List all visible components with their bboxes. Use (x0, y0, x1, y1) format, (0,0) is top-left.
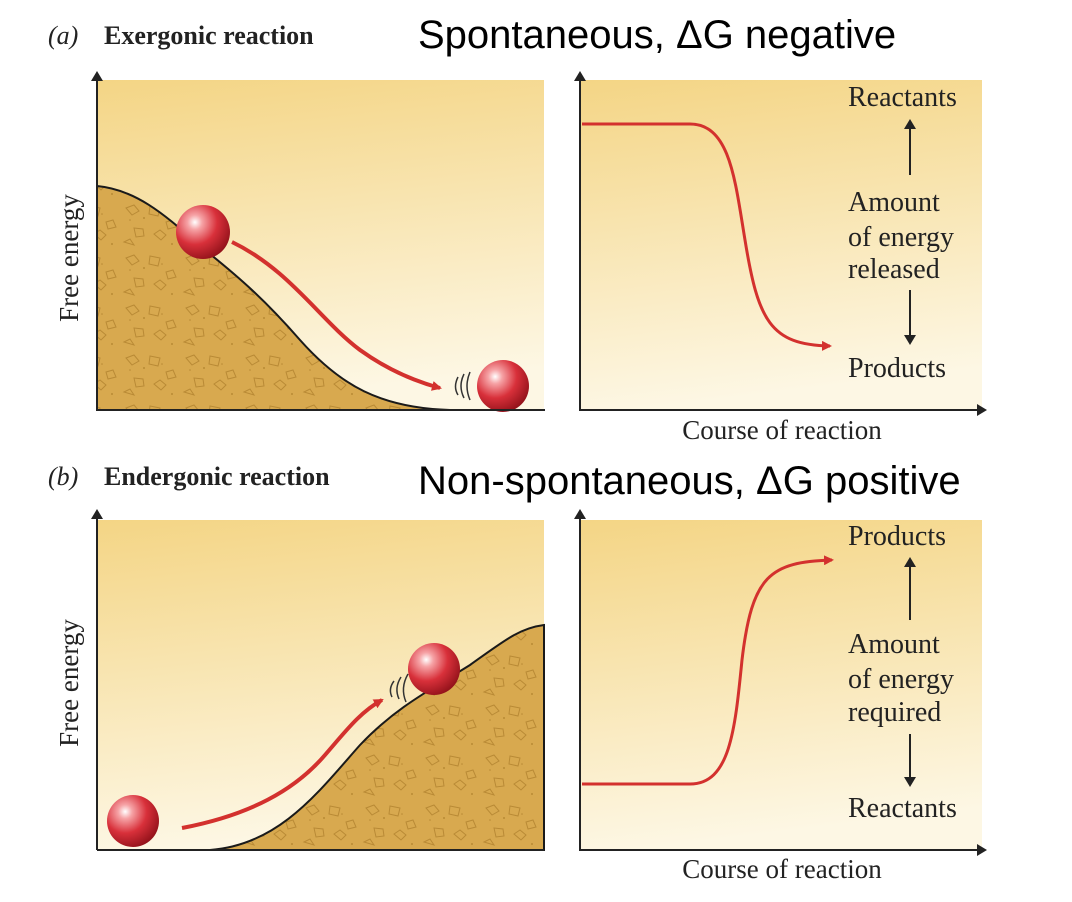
panel-b-middle-label-line2: of energy (848, 664, 954, 695)
panel-a-ball-path-arrow (231, 240, 442, 391)
panel-a-letter: (a) (48, 21, 78, 50)
panel-b: (b) Endergonic reaction Non-spontaneous,… (48, 459, 987, 884)
panel-a-middle-label-line1: Amount (848, 187, 940, 218)
panel-b-x-axis-label: Course of reaction (682, 854, 882, 884)
panel-a-ball-start (176, 205, 230, 259)
panel-a-energy-curve (582, 122, 832, 351)
panel-a-middle-label-line2: of energy (848, 222, 954, 253)
panel-a-motion-lines (454, 371, 471, 401)
panel-a-x-axis-label: Course of reaction (682, 415, 882, 445)
panel-b-ball-path-arrow (181, 698, 384, 830)
panel-b-ball-end (408, 643, 460, 695)
panel-b-headline: Non-spontaneous, ΔG positive (418, 459, 961, 503)
panel-a-right-background (580, 80, 982, 410)
panel-b-title: Endergonic reaction (104, 462, 330, 491)
panel-b-middle-label-line3: required (848, 697, 941, 728)
panel-a-bottom-label: Products (848, 353, 946, 384)
panel-a-y-axis-label: Free energy (54, 194, 84, 322)
panel-a-middle-label-line3: released (848, 254, 940, 285)
panel-b-y-axis-label: Free energy (54, 619, 84, 747)
panel-b-right-background (580, 520, 982, 850)
panel-b-ball-start (107, 795, 159, 847)
panel-a-ball-end (477, 360, 529, 412)
panel-a-headline: Spontaneous, ΔG negative (418, 13, 896, 57)
panel-b-bottom-label: Reactants (848, 793, 957, 824)
panel-b-motion-lines (389, 673, 409, 703)
panel-a-title: Exergonic reaction (104, 21, 314, 50)
panel-b-hill (209, 623, 545, 851)
panel-a: (a) Exergonic reaction Spontaneous, ΔG n… (48, 13, 987, 445)
panel-a-top-label: Reactants (848, 82, 957, 113)
panel-b-energy-curve (582, 555, 834, 786)
panel-b-letter: (b) (48, 462, 78, 491)
panel-b-middle-label-line1: Amount (848, 629, 940, 660)
panel-b-top-label: Products (848, 521, 946, 552)
